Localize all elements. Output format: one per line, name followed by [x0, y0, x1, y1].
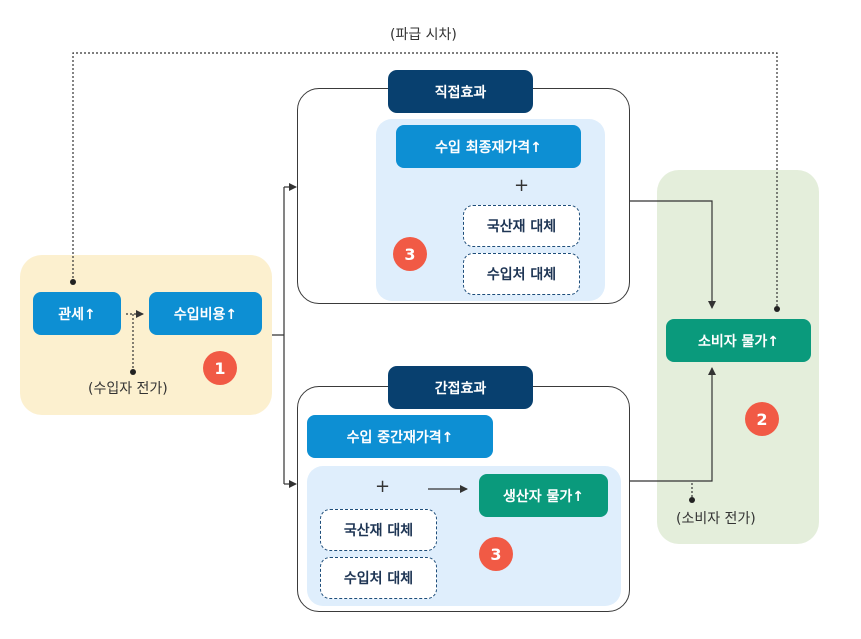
importer-passthrough-label: (수입자 전가) [88, 381, 168, 397]
direct-source-substitution-label: 수입처 대체 [486, 267, 557, 283]
producer-price-label: 생산자 물가↑ [502, 488, 584, 505]
intermediate-goods-price-label: 수입 중간재가격↑ [346, 429, 454, 446]
direct-source-substitution-box: 수입처 대체 [463, 253, 580, 295]
consumer-price-box: 소비자 물가↑ [666, 319, 811, 362]
direct-effect-title: 직접효과 [388, 70, 533, 113]
final-goods-price-label: 수입 최종재가격↑ [435, 139, 542, 156]
badge-3-direct: 3 [393, 237, 427, 271]
indirect-effect-title: 간접효과 [388, 366, 533, 409]
time-lag-connector [72, 52, 778, 309]
indirect-plus-sign: + [375, 476, 391, 497]
indirect-to-consumer-arrow [630, 367, 716, 482]
consumer-price-label: 소비자 물가↑ [697, 333, 779, 350]
badge-3-indirect: 3 [479, 537, 513, 571]
time-lag-label: (파급 시차) [390, 27, 457, 43]
indirect-effect-title-text: 간접효과 [434, 380, 487, 397]
intermediate-goods-price-box: 수입 중간재가격↑ [307, 415, 493, 458]
direct-domestic-substitution-label: 국산재 대체 [486, 219, 557, 235]
consumer-passthrough-label: (소비자 전가) [676, 511, 756, 527]
indirect-source-substitution-box: 수입처 대체 [320, 557, 437, 599]
direct-plus-sign: + [514, 175, 530, 196]
indirect-source-substitution-label: 수입처 대체 [343, 571, 414, 587]
branch-connector [272, 187, 285, 484]
import-cost-label: 수입비용↑ [173, 306, 238, 323]
direct-to-consumer-arrow [630, 200, 716, 309]
time-lag-start-dot [70, 279, 76, 285]
stage1-panel [20, 255, 272, 415]
direct-effect-title-text: 직접효과 [434, 84, 487, 101]
final-goods-price-box: 수입 최종재가격↑ [396, 125, 581, 168]
tariff-box: 관세↑ [33, 292, 121, 335]
import-cost-box: 수입비용↑ [149, 292, 262, 335]
direct-domestic-substitution-box: 국산재 대체 [463, 205, 580, 247]
badge-1: 1 [203, 351, 237, 385]
time-lag-end-dot [774, 306, 780, 312]
indirect-domestic-substitution-box: 국산재 대체 [320, 509, 437, 551]
badge-2: 2 [745, 402, 779, 436]
producer-price-box: 생산자 물가↑ [479, 474, 608, 517]
tariff-label: 관세↑ [58, 306, 96, 323]
indirect-domestic-substitution-label: 국산재 대체 [343, 523, 414, 539]
